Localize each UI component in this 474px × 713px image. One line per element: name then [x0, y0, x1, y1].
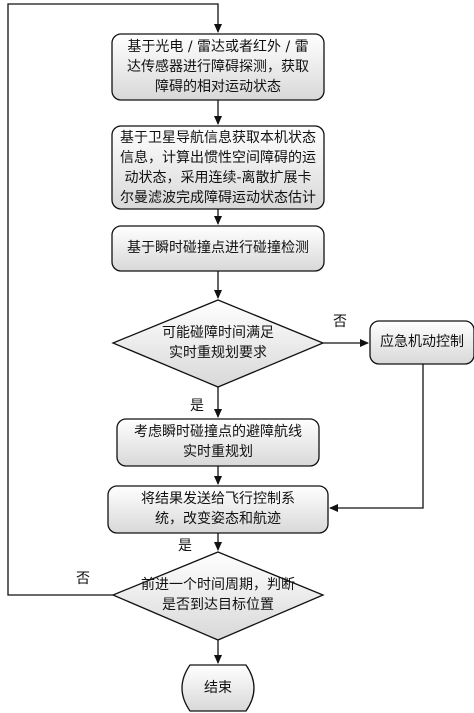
end-terminal	[181, 664, 255, 712]
arrow-emergency-to-send	[329, 364, 424, 512]
target-no-label: 否	[76, 571, 90, 587]
time-yes-label: 是	[190, 398, 204, 414]
connectors	[7, 3, 424, 664]
emergency-box	[369, 320, 474, 365]
target-yes-label: 是	[178, 538, 192, 554]
target-check-diamond	[111, 551, 325, 641]
replan-box	[116, 418, 320, 467]
time-check-diamond	[111, 299, 325, 388]
estimate-box	[111, 125, 325, 210]
decision-shapes	[111, 299, 325, 641]
time-no-label: 否	[333, 314, 347, 330]
sense-box	[111, 33, 325, 101]
process-boxes	[107, 33, 474, 534]
loop-back-line	[7, 3, 222, 596]
send-result-box	[107, 485, 329, 534]
collision-detect-box	[111, 225, 325, 272]
